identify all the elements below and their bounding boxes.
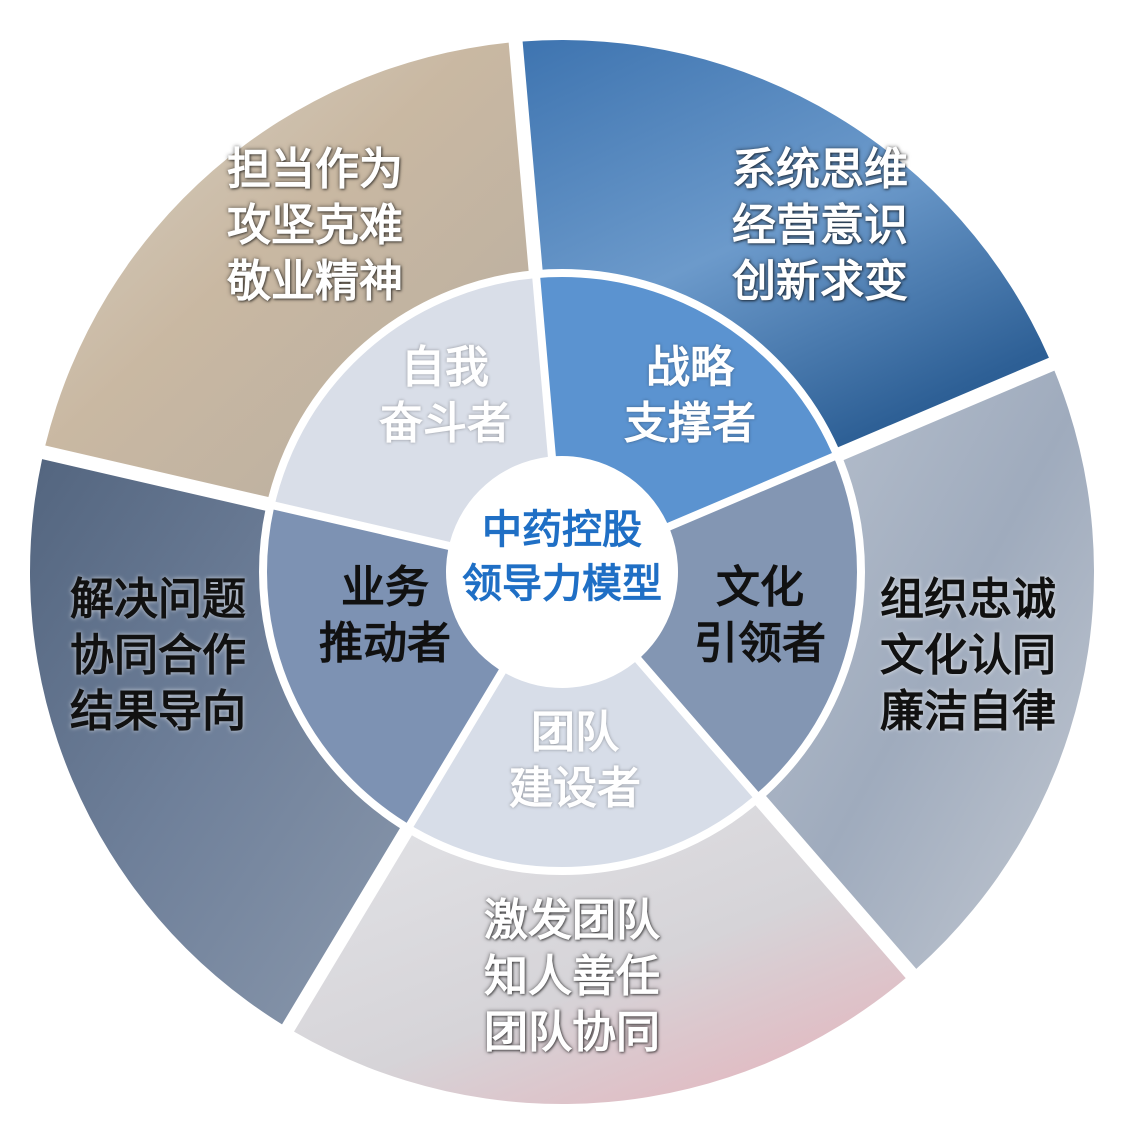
traits-culture: 组织忠诚 文化认同 廉洁自律	[880, 574, 1056, 737]
role-label-team: 团队 建设者	[509, 707, 641, 814]
center-title-line-2: 领导力模型	[462, 561, 662, 607]
center-circle	[450, 460, 674, 684]
role-label-strategy: 战略 支撑者	[624, 342, 756, 449]
inner-segment-team	[266, 509, 499, 824]
traits-strategy: 系统思维 经营意识 创新求变	[732, 144, 908, 307]
inner-segment-self	[540, 276, 833, 524]
role-label-culture: 文化 引领者	[694, 562, 826, 669]
role-label-self: 自我 奋斗者	[379, 342, 511, 449]
outer-segment-business	[45, 42, 529, 498]
traits-business: 解决问题 协同合作 结果导向	[70, 574, 246, 737]
ring-divider	[259, 269, 865, 875]
inner-segment-culture	[412, 662, 754, 868]
outer-segment-culture	[294, 804, 906, 1104]
center-title: 中药控股 领导力模型	[412, 503, 712, 611]
outer-segment-self	[522, 40, 1049, 448]
outer-segment-strategy	[765, 370, 1094, 969]
center-title-line-1: 中药控股	[482, 507, 642, 553]
inner-segment-business	[274, 277, 548, 543]
inner-segment-strategy	[641, 460, 859, 793]
traits-self: 担当作为 攻坚克难 敬业精神	[227, 144, 403, 307]
role-label-business: 业务 推动者	[319, 562, 451, 669]
outer-segment-team	[29, 459, 401, 1025]
traits-team: 激发团队 知人善任 团队协同	[484, 895, 660, 1058]
